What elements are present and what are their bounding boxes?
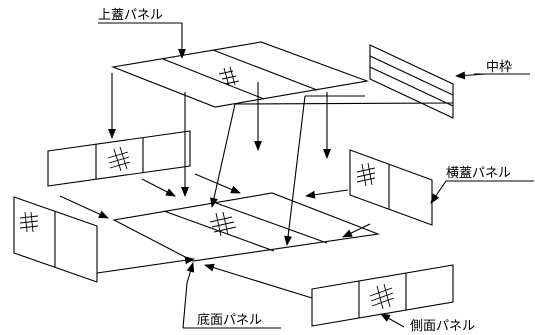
far-left-hatch [19,211,39,233]
side-panel-leader [380,313,405,328]
side-panel-label: 側面パネル [410,319,475,334]
side-lid-panel-label: 横蓋パネル [446,166,511,181]
top-lid-panel [110,41,370,108]
top-lid-panel-label: 上蓋パネル [98,8,163,23]
bottom-panel-leader [186,262,195,284]
side-lid-panel [349,149,433,226]
side-panel [311,264,454,327]
bottom-panel-hatch [209,211,237,237]
side-panel-hatch [369,283,395,310]
bottom-panel-leader-line [182,282,188,329]
side-lid-leader [430,180,447,204]
side-lid-hatch [356,162,376,187]
assembly-arrows [59,73,454,299]
middle-frame [369,44,454,119]
middle-frame-label: 中枠 [486,60,512,75]
bottom-panel-label: 底面パネル [197,312,262,328]
left-end-hatch [107,146,131,172]
far-left-panel [13,196,98,283]
top-lid-hatch [218,66,240,87]
left-end-panel [47,130,191,187]
middle-frame-leader [455,71,487,80]
bottom-panel [112,192,381,262]
